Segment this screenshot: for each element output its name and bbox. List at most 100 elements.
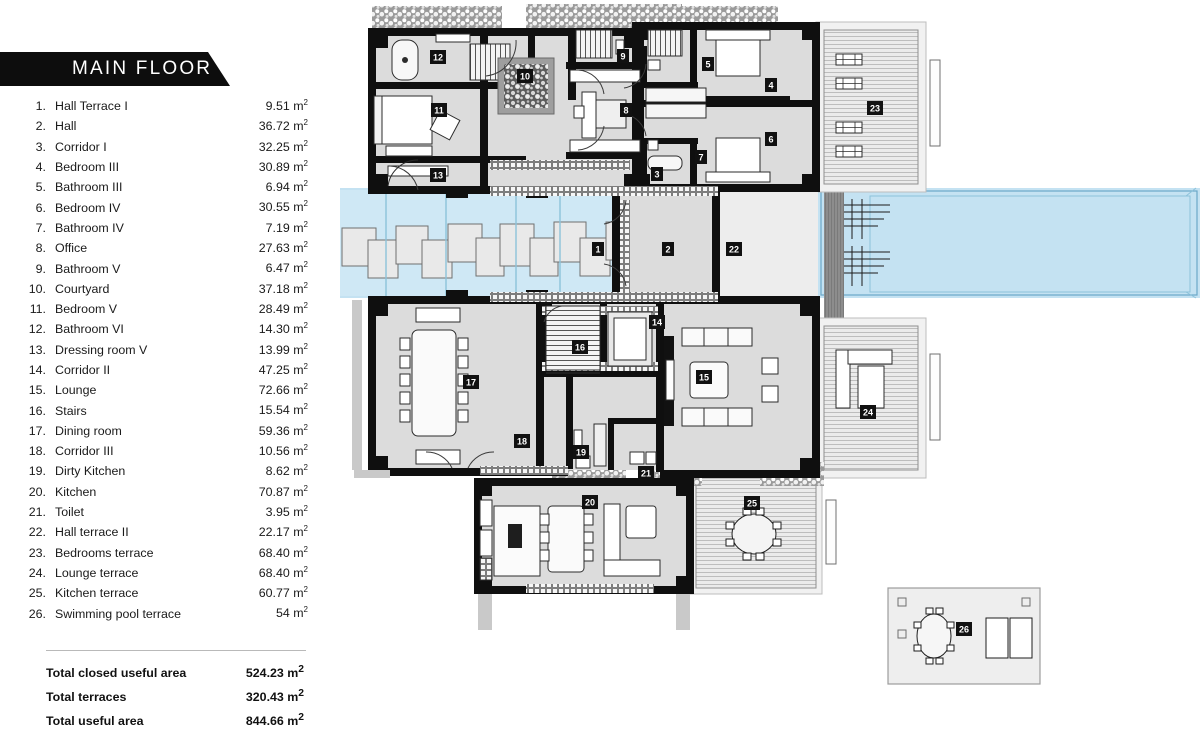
room-marker-label: 7 [698, 153, 703, 163]
room-marker-bg [651, 167, 663, 181]
room-marker: 12 [430, 50, 446, 64]
legend-area: 60.77 m2 [258, 585, 308, 601]
legend-label: Bathroom VI [55, 322, 124, 337]
room-marker: 24 [860, 405, 876, 419]
room-marker-bg [726, 242, 742, 256]
legend-number: 26. [28, 606, 46, 621]
room-marker: 10 [517, 69, 533, 83]
legend-label: Bedroom V [55, 302, 117, 317]
room-marker-bg [463, 375, 479, 389]
room-marker-label: 14 [652, 318, 662, 328]
legend-label: Kitchen [55, 484, 97, 499]
room-marker-label: 23 [870, 104, 880, 114]
legend-number: 17. [28, 423, 46, 438]
total-value: 320.43 m2 [245, 688, 304, 705]
room-marker-bg [867, 101, 883, 115]
room-marker-label: 11 [434, 106, 444, 116]
kitchen-terrace-25 [689, 471, 837, 595]
legend-area: 27.63 m2 [258, 240, 308, 256]
legend-area: 6.94 m2 [265, 179, 308, 195]
legend-number: 5. [35, 180, 46, 195]
title-banner: MAIN FLOOR [0, 52, 230, 86]
room-marker-bg [617, 49, 629, 63]
legend-area: 70.87 m2 [258, 483, 308, 499]
room-marker-label: 18 [517, 437, 527, 447]
room-marker: 18 [514, 434, 530, 448]
room-marker-bg [860, 405, 876, 419]
room-marker-label: 15 [699, 373, 709, 383]
room-marker-bg [517, 69, 533, 83]
legend-label: Dining room [55, 423, 122, 438]
legend-label: Bathroom IV [55, 220, 124, 235]
legend-label: Dressing room V [55, 342, 148, 357]
legend-area: 47.25 m2 [258, 361, 308, 377]
legend-area: 68.40 m2 [258, 564, 308, 580]
room-marker-label: 17 [466, 378, 476, 388]
legend-label: Corridor II [55, 362, 111, 377]
total-row: Total terraces 320.43 m2 [0, 688, 320, 712]
legend-row: 17. Dining room 59.36 m2 [0, 423, 320, 443]
room-marker-label: 26 [959, 625, 969, 635]
legend-number: 7. [35, 220, 46, 235]
room-marker-bg [744, 496, 760, 510]
room-marker-bg [620, 103, 632, 117]
room-marker-bg [696, 370, 712, 384]
room-marker: 7 [695, 150, 707, 164]
furniture [373, 29, 790, 581]
legend-area: 37.18 m2 [258, 280, 308, 296]
legend-number: 16. [28, 403, 46, 418]
room-marker-bg [662, 242, 674, 256]
room-marker: 25 [744, 496, 760, 510]
room-marker-bg [695, 150, 707, 164]
page-title: MAIN FLOOR [72, 58, 213, 79]
legend-area: 68.40 m2 [258, 544, 308, 560]
legend-label: Kitchen terrace [55, 586, 139, 601]
room-marker: 23 [867, 101, 883, 115]
legend-label: Bedrooms terrace [55, 545, 154, 560]
legend-number: 24. [28, 565, 46, 580]
room-marker: 21 [638, 466, 654, 480]
lounge-terrace-24 [815, 317, 941, 479]
legend-label: Bedroom IV [55, 200, 121, 215]
room-marker: 5 [702, 57, 714, 71]
room-marker-label: 24 [863, 408, 873, 418]
legend-number: 9. [35, 261, 46, 276]
legend-label: Hall [55, 119, 77, 134]
total-value: 844.66 m2 [245, 712, 304, 729]
room-marker-bg [956, 622, 972, 636]
legend-area: 22.17 m2 [258, 524, 308, 540]
legend-label: Stairs [55, 403, 87, 418]
legend-area: 9.51 m2 [265, 98, 308, 114]
legend-label: Hall Terrace I [55, 99, 128, 114]
legend-label: Dirty Kitchen [55, 464, 126, 479]
total-label: Total useful area [46, 714, 144, 729]
room-marker-bg [638, 466, 654, 480]
room-marker-bg [430, 168, 446, 182]
legend-area: 6.47 m2 [265, 260, 308, 276]
legend-area: 8.62 m2 [265, 463, 308, 479]
room-marker-bg [765, 78, 777, 92]
legend-area: 30.55 m2 [258, 199, 308, 215]
room-marker-bg [430, 50, 446, 64]
legend-area: 59.36 m2 [258, 422, 308, 438]
room-marker: 16 [572, 340, 588, 354]
room-marker-label: 5 [705, 60, 710, 70]
total-label: Total terraces [46, 690, 127, 705]
room-marker: 3 [651, 167, 663, 181]
totals-divider [46, 650, 306, 651]
room-marker: 9 [617, 49, 629, 63]
